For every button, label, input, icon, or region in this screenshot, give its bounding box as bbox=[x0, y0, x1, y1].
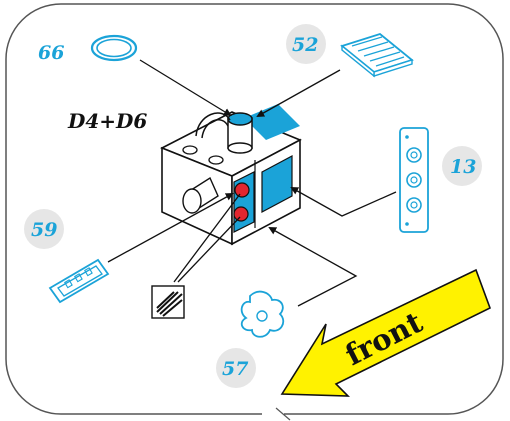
svg-text:57: 57 bbox=[222, 358, 248, 380]
part-57-seal bbox=[240, 290, 285, 338]
model-label: D4+D6 bbox=[67, 109, 147, 133]
part-59-connector bbox=[48, 258, 110, 304]
leader-lines bbox=[107, 59, 397, 307]
part-66-gasket bbox=[90, 34, 138, 62]
part-13-sensor-plate bbox=[399, 127, 429, 233]
callout-66: 66 bbox=[38, 42, 64, 64]
frame-tick bbox=[275, 407, 291, 421]
callout-59: 59 bbox=[24, 209, 64, 249]
frame-gap bbox=[262, 408, 284, 420]
callout-13: 13 bbox=[442, 146, 482, 186]
svg-text:52: 52 bbox=[292, 34, 318, 56]
svg-text:66: 66 bbox=[38, 42, 64, 64]
main-unit bbox=[160, 104, 302, 246]
callout-52: 52 bbox=[286, 24, 326, 64]
callout-57: 57 bbox=[216, 348, 256, 388]
svg-text:59: 59 bbox=[31, 219, 57, 241]
tool-icon bbox=[151, 285, 185, 319]
part-52-grille bbox=[340, 32, 414, 78]
svg-text:13: 13 bbox=[450, 156, 476, 178]
svg-text:D4+D6: D4+D6 bbox=[67, 109, 147, 133]
